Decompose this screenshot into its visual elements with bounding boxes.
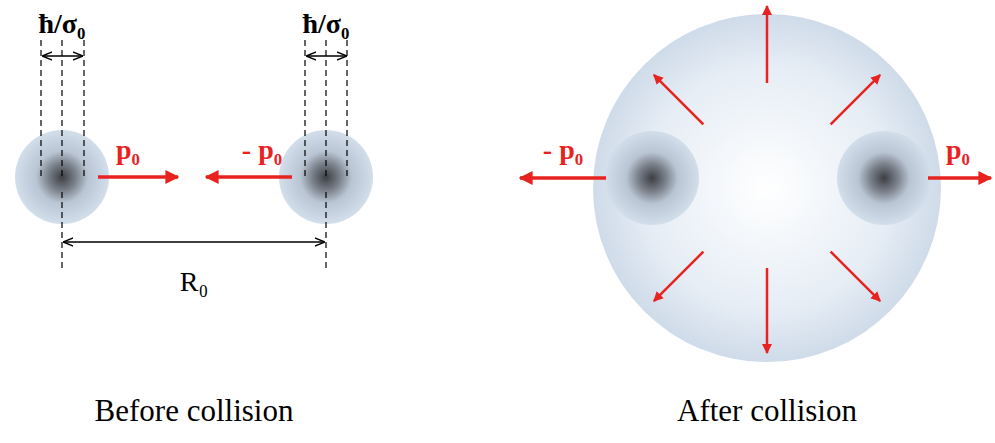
panel-caption: After collision (677, 395, 857, 426)
width-guides (84, 40, 347, 180)
radial-arrow (766, 6, 769, 83)
before-figure (15, 40, 373, 268)
wave-packet (837, 131, 931, 225)
wave-packet (605, 131, 699, 225)
width-label: ħ/σ₀ (39, 10, 86, 38)
radial-arrow (654, 75, 703, 124)
radial-arrows (654, 6, 880, 353)
radial-arrow (654, 252, 703, 301)
dimension-arrows (43, 56, 346, 242)
radial-arrow (831, 75, 880, 124)
radial-arrow (766, 268, 769, 353)
momentum-arrows (98, 175, 292, 179)
distance-label: R₀ (180, 268, 208, 296)
momentum-label: - p₀ (543, 136, 583, 164)
after-figure (520, 6, 991, 362)
momentum-label: - p₀ (242, 136, 282, 164)
width-label: ħ/σ₀ (303, 10, 350, 38)
panel-caption: Before collision (95, 395, 294, 426)
momentum-arrows (520, 176, 991, 180)
momentum-label: p₀ (116, 136, 140, 164)
dashed-guides (41, 40, 326, 268)
radial-arrow (831, 252, 880, 301)
momentum-label: p₀ (946, 136, 970, 164)
